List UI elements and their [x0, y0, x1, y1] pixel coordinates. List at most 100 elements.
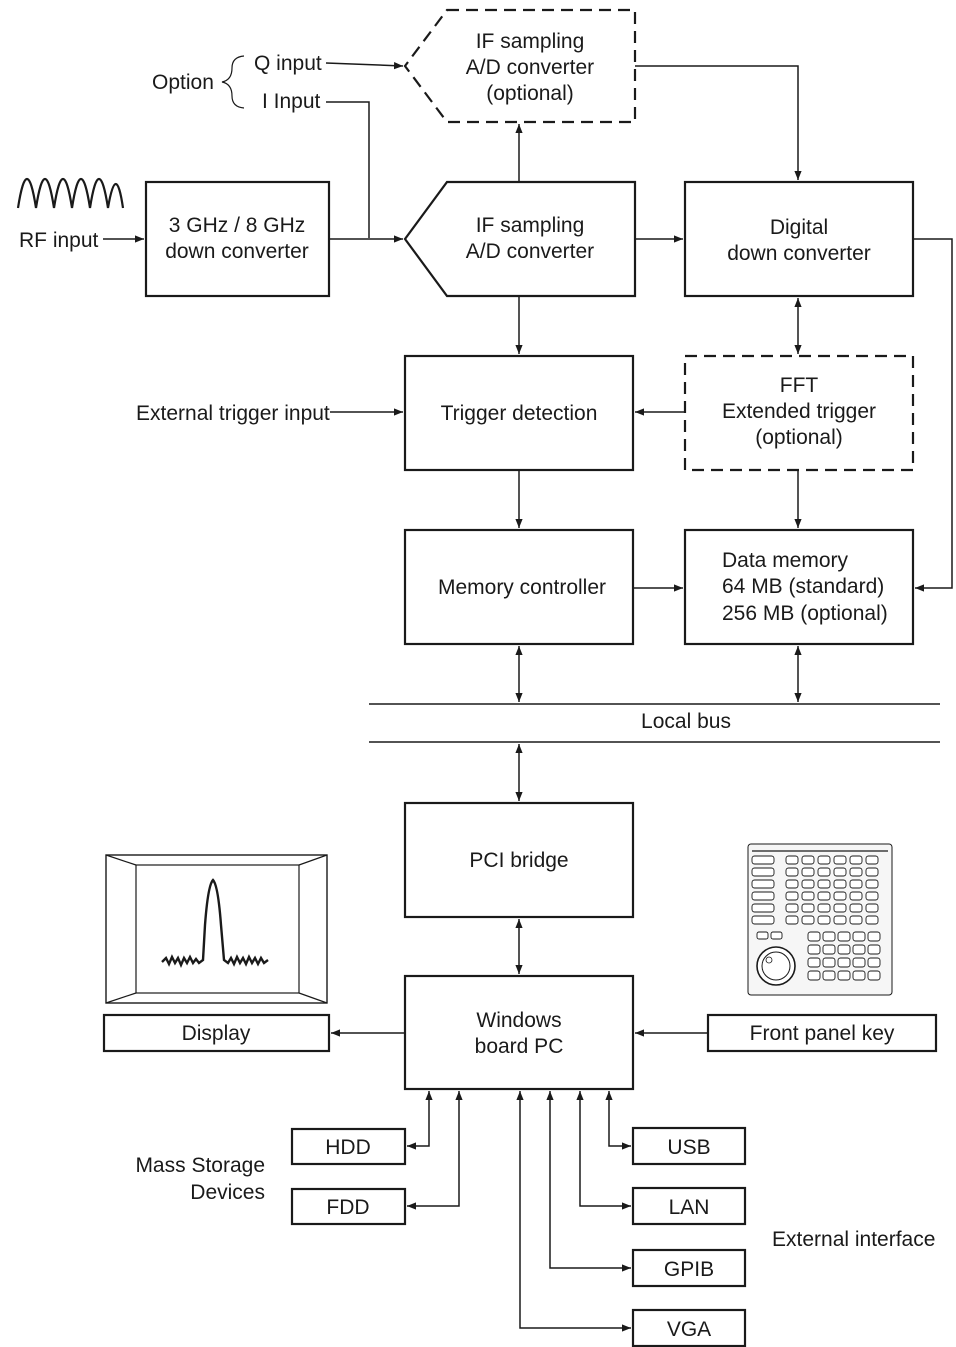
svg-text:Digital: Digital — [770, 216, 828, 239]
fdd-block: FDD — [290, 1187, 407, 1226]
q-input-label: Q input — [254, 52, 322, 75]
keypad-key — [837, 931, 851, 942]
keypad-key — [785, 879, 799, 889]
keypad-key — [837, 944, 851, 955]
keypad-key — [849, 879, 863, 889]
keypad-key — [833, 867, 847, 877]
option-inputs: Option Q input I Input — [152, 52, 322, 113]
keypad-key — [852, 957, 866, 968]
trigger-detection-block: Trigger detection — [403, 354, 635, 472]
keypad-key — [867, 944, 881, 955]
external-trigger-input-label: External trigger input — [136, 402, 330, 425]
keypad-key — [833, 903, 847, 913]
keypad-key — [817, 867, 831, 877]
keypad-key — [833, 879, 847, 889]
keypad-key — [751, 867, 775, 877]
keypad-key — [837, 957, 851, 968]
front-panel-keypad-icon — [747, 843, 893, 996]
svg-text:3 GHz / 8 GHz: 3 GHz / 8 GHz — [169, 214, 306, 237]
keypad-key — [867, 970, 881, 981]
svg-text:Display: Display — [182, 1022, 251, 1045]
keypad-key — [849, 915, 863, 925]
mass-storage-label-line2: Devices — [190, 1181, 265, 1204]
option-label: Option — [152, 71, 214, 94]
keypad-key — [867, 931, 881, 942]
rf-input: RF input — [16, 177, 125, 252]
data-memory-block: Data memory 64 MB (standard) 256 MB (opt… — [683, 528, 915, 646]
keypad-key — [837, 970, 851, 981]
keypad-key — [751, 855, 775, 865]
keypad-key — [833, 855, 847, 865]
keypad-key — [801, 915, 815, 925]
local-bus-label: Local bus — [641, 710, 731, 733]
keypad-key — [785, 855, 799, 865]
svg-text:down converter: down converter — [727, 242, 871, 265]
svg-text:(optional): (optional) — [486, 82, 574, 105]
keypad-key — [852, 931, 866, 942]
svg-text:PCI bridge: PCI bridge — [469, 849, 568, 872]
vga-block: VGA — [631, 1308, 747, 1347]
keypad-key — [865, 891, 879, 901]
keypad-key — [817, 891, 831, 901]
local-bus: Local bus — [369, 703, 940, 743]
svg-text:USB: USB — [667, 1136, 710, 1159]
keypad-key — [801, 855, 815, 865]
keypad-key — [865, 855, 879, 865]
svg-text:Memory controller: Memory controller — [438, 576, 606, 599]
external-interface-label: External interface — [772, 1228, 935, 1251]
svg-text:Trigger detection: Trigger detection — [441, 402, 598, 425]
keypad-key — [849, 903, 863, 913]
fft-extended-trigger-block: FFT Extended trigger (optional) — [683, 354, 915, 472]
svg-text:FFT: FFT — [780, 374, 819, 397]
keypad-key — [807, 970, 821, 981]
keypad-key — [852, 970, 866, 981]
keypad-key — [751, 879, 775, 889]
option-brace — [221, 55, 245, 109]
keypad-key — [822, 944, 836, 955]
svg-text:FDD: FDD — [326, 1196, 369, 1219]
if-adc-block: IF sampling A/D converter — [403, 180, 637, 298]
keypad-key — [865, 903, 879, 913]
svg-text:(optional): (optional) — [755, 426, 843, 449]
keypad-key — [865, 915, 879, 925]
svg-text:IF sampling: IF sampling — [476, 214, 585, 237]
keypad-key — [822, 970, 836, 981]
gpib-block: GPIB — [631, 1248, 747, 1288]
keypad-key — [785, 891, 799, 901]
display-block: Display — [102, 1013, 331, 1053]
keypad-key — [867, 957, 881, 968]
svg-text:256 MB (optional): 256 MB (optional) — [722, 602, 888, 625]
keypad-key — [785, 915, 799, 925]
svg-text:HDD: HDD — [325, 1136, 371, 1159]
keypad-key — [817, 879, 831, 889]
if-adc-optional-block: IF sampling A/D converter (optional) — [403, 8, 637, 124]
svg-text:Front panel key: Front panel key — [750, 1022, 895, 1045]
keypad-key — [849, 891, 863, 901]
svg-text:Windows: Windows — [476, 1009, 561, 1032]
keypad-key — [817, 915, 831, 925]
svg-text:Data memory: Data memory — [722, 549, 849, 572]
svg-text:down converter: down converter — [165, 240, 309, 263]
svg-text:A/D converter: A/D converter — [466, 240, 594, 263]
front-panel-key-block: Front panel key — [706, 1013, 938, 1053]
keypad-key — [801, 867, 815, 877]
svg-text:VGA: VGA — [667, 1318, 711, 1341]
keypad-key — [833, 891, 847, 901]
rf-input-label: RF input — [19, 229, 99, 252]
keypad-key — [807, 931, 821, 942]
hdd-block: HDD — [290, 1127, 407, 1166]
svg-text:board PC: board PC — [475, 1035, 564, 1058]
svg-text:Extended trigger: Extended trigger — [722, 400, 876, 423]
keypad-key — [817, 855, 831, 865]
svg-text:A/D converter: A/D converter — [466, 56, 594, 79]
keypad-key — [801, 879, 815, 889]
keypad-key — [751, 915, 775, 925]
keypad-key — [785, 867, 799, 877]
spectrum-display-icon — [105, 854, 328, 1004]
svg-text:LAN: LAN — [669, 1196, 710, 1219]
keypad-key — [785, 903, 799, 913]
keypad-key — [807, 957, 821, 968]
keypad-key — [751, 903, 775, 913]
keypad-key — [852, 944, 866, 955]
